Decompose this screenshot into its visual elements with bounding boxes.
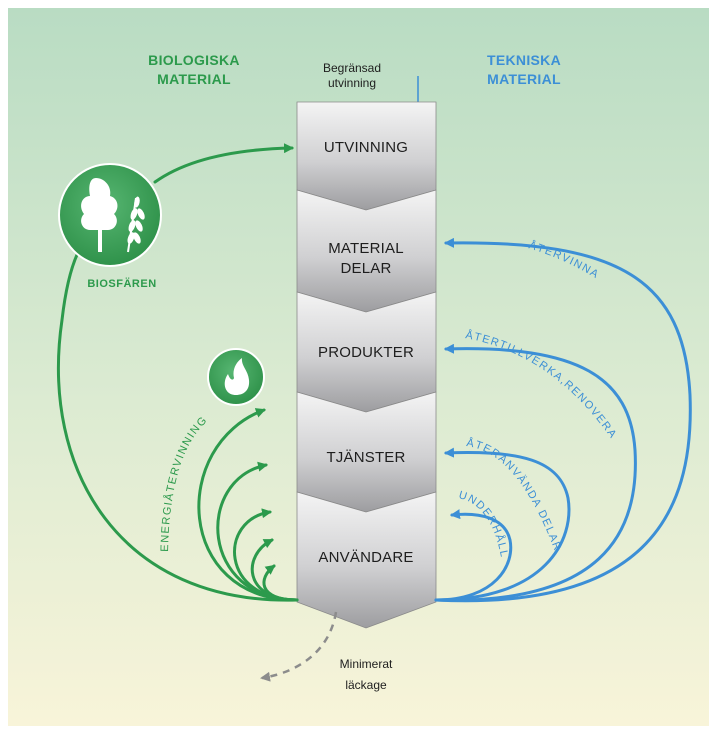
- stage-label-anvandare: ANVÄNDARE: [318, 549, 413, 566]
- stage-label-delar: DELAR: [340, 260, 391, 277]
- technical-heading-line2: MATERIAL: [487, 71, 561, 87]
- flame-icon: [224, 358, 250, 395]
- recycle-loop: [434, 237, 692, 603]
- biosphere-to-extraction-arrow: [153, 143, 294, 184]
- stage-label-utvinning: UTVINNING: [324, 139, 408, 156]
- leakage-arrow: [260, 611, 338, 682]
- technical-heading: TEKNISKA: [487, 52, 561, 68]
- biological-heading-line2: MATERIAL: [157, 71, 231, 87]
- leakage-label-line2: läckage: [345, 678, 387, 692]
- user-return-to-biosphere-loop: [57, 243, 299, 602]
- limited-extraction-note-line2: utvinning: [328, 76, 376, 90]
- biosphere-circle: [58, 163, 162, 267]
- technical-flows: [434, 237, 692, 603]
- stage-column: [296, 101, 437, 629]
- stage-block-anvandare: [296, 491, 437, 629]
- energy-recovery-loop-1: [197, 408, 299, 602]
- stage-label-produkter: PRODUKTER: [318, 344, 414, 361]
- biosphere-label: BIOSFÄREN: [87, 277, 156, 290]
- energy-circle: [207, 348, 265, 406]
- maintain-loop: [434, 509, 513, 602]
- stage-label-tjanster: TJÄNSTER: [326, 449, 405, 466]
- stage-block-utvinning: [296, 101, 437, 211]
- energy-recovery-loop-5: [262, 564, 299, 602]
- leakage-label: Minimerat: [340, 657, 393, 671]
- limited-extraction-note: Begränsad: [323, 61, 381, 75]
- stage-label-material: MATERIAL: [328, 240, 404, 257]
- biological-flows: [57, 143, 299, 602]
- remanufacture-loop: [434, 343, 637, 602]
- biological-heading: BIOLOGISKA: [148, 52, 240, 68]
- tree-and-wheat-icon: [81, 178, 145, 253]
- reuse-loop: [434, 447, 571, 602]
